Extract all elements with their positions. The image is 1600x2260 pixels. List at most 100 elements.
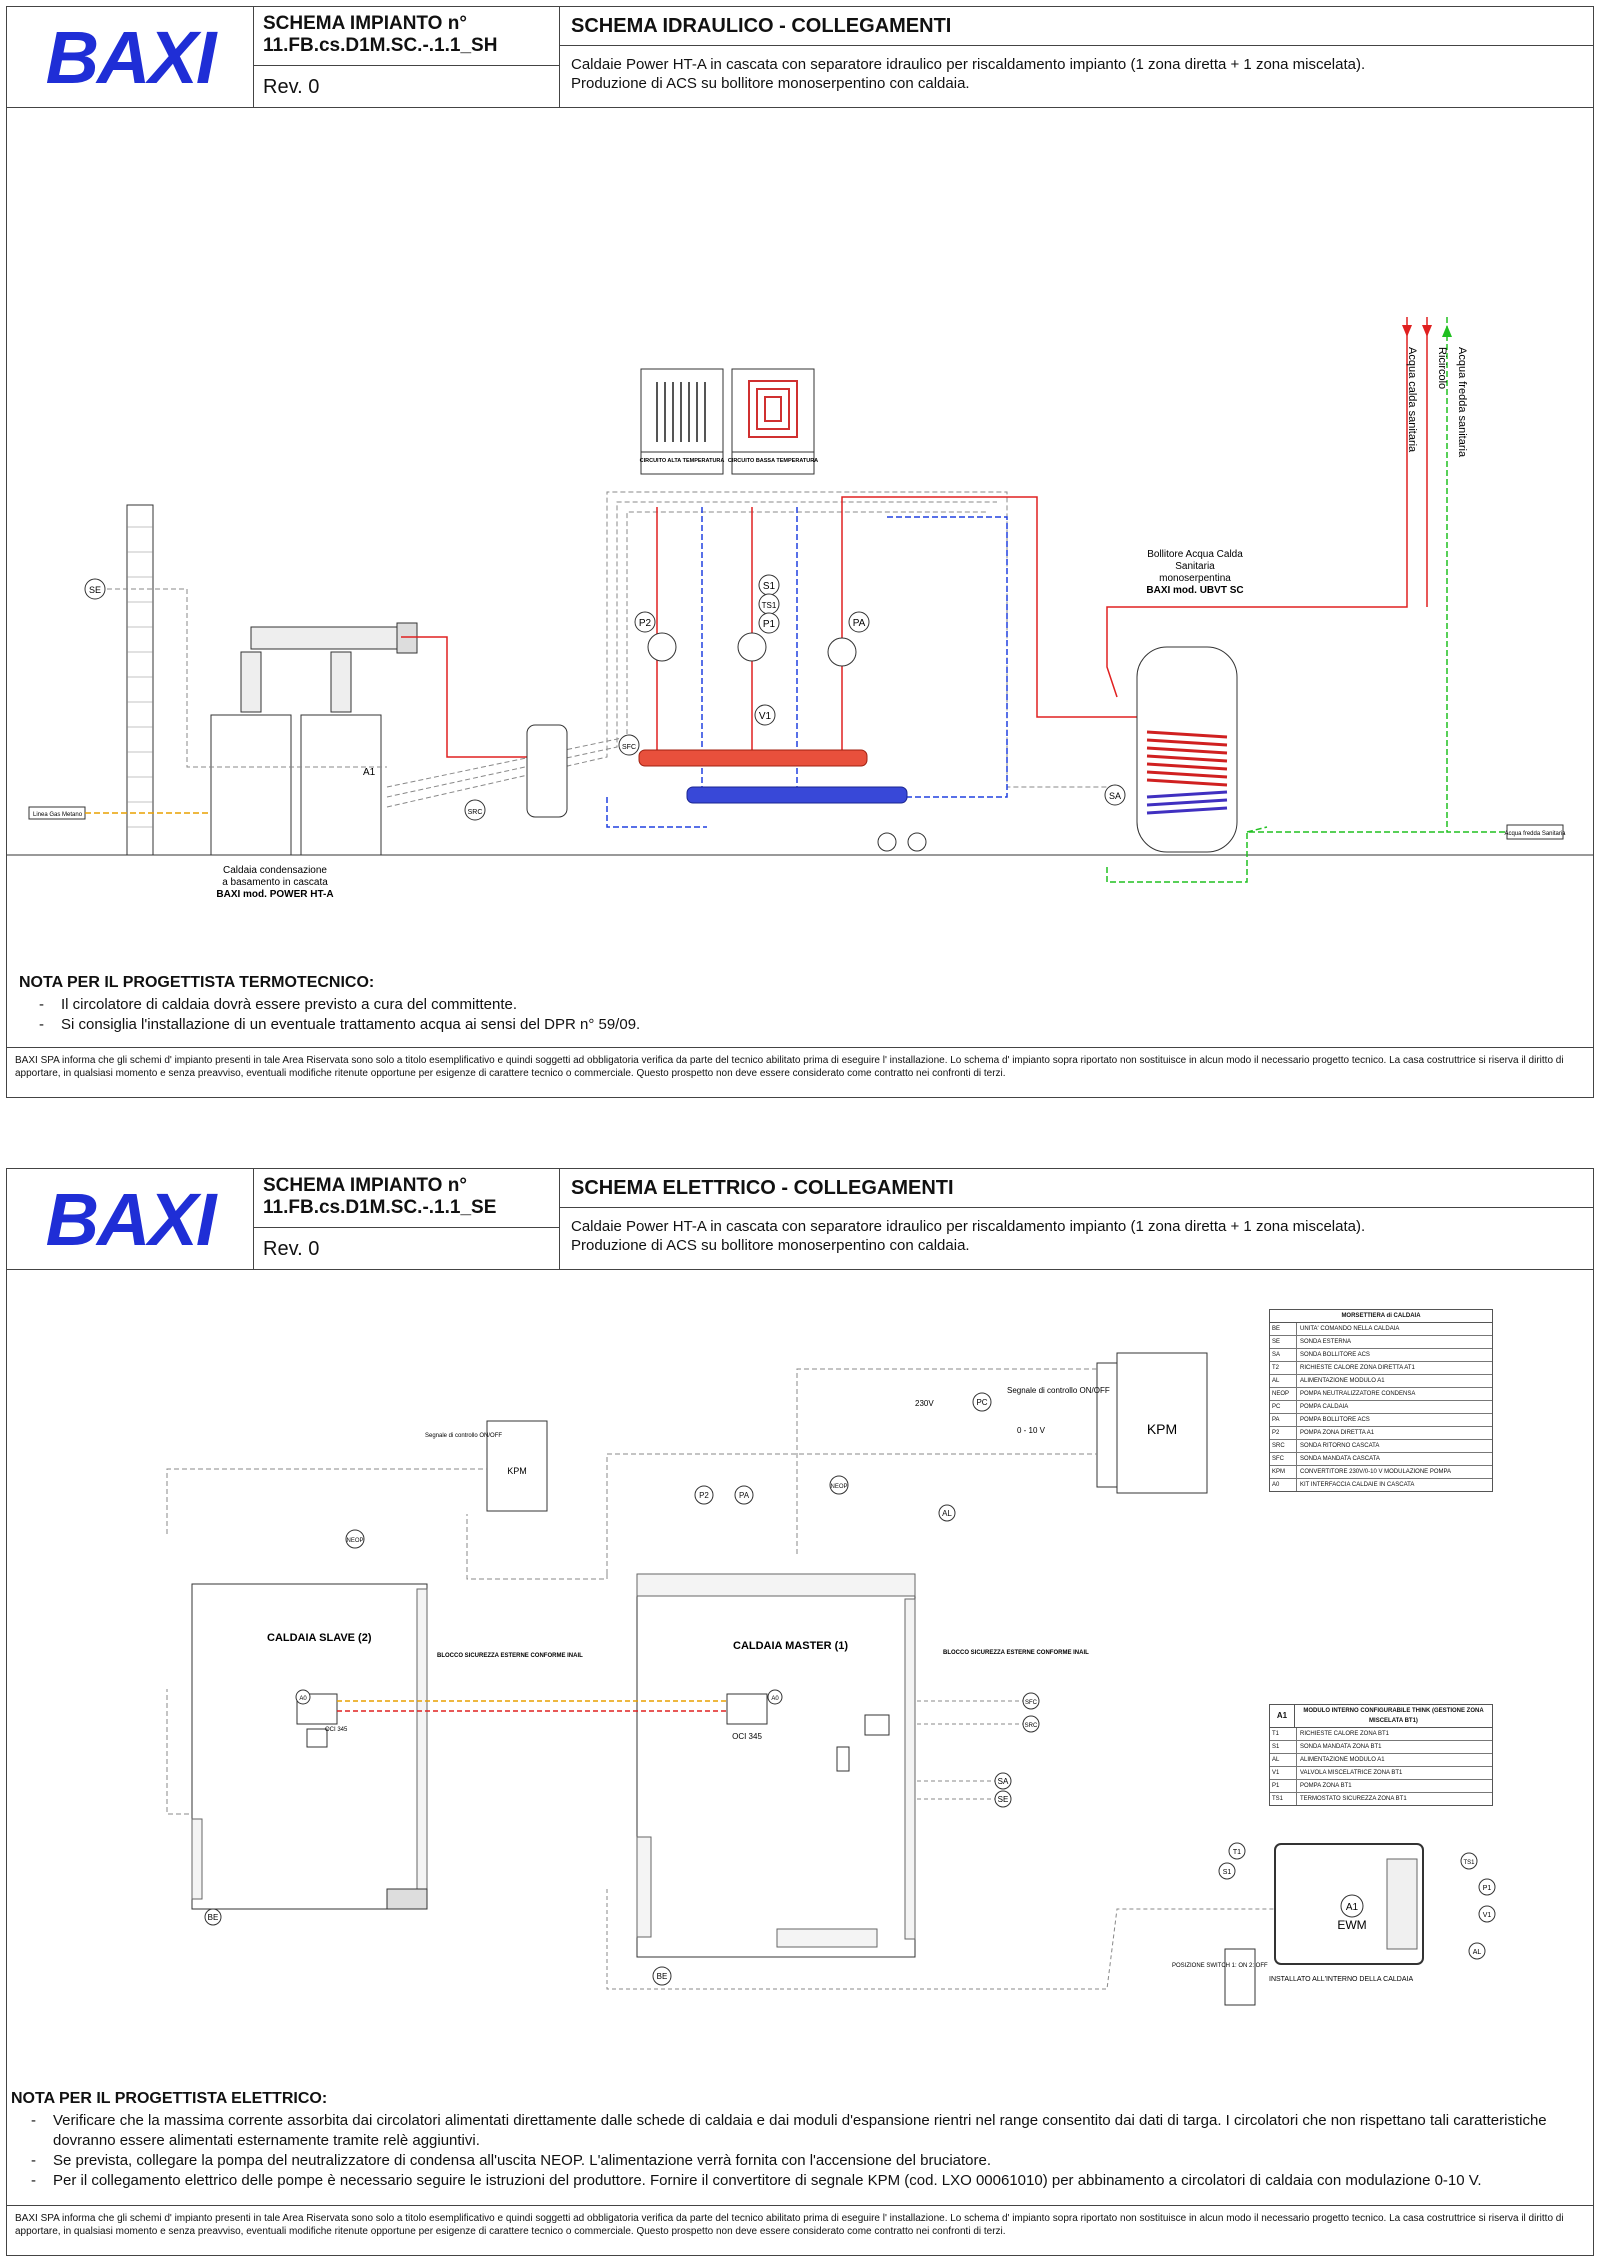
svg-text:TS1: TS1 (1463, 1860, 1475, 1866)
legend-code: TS1 (1270, 1793, 1297, 1805)
svg-text:OCI 345: OCI 345 (325, 1727, 348, 1733)
sheet-subtitle: Caldaie Power HT-A in cascata con separa… (571, 56, 1366, 92)
chimney (126, 504, 154, 856)
tag-se (84, 578, 106, 600)
legend-desc: KIT INTERFACCIA CALDAIE IN CASCATA (1300, 1482, 1415, 1488)
baxi-logo: BAXI (7, 7, 254, 107)
legend-code: T2 (1270, 1362, 1297, 1374)
revision: Rev. 0 (253, 65, 559, 99)
svg-text:SE: SE (998, 1795, 1009, 1804)
svg-text:SE: SE (89, 585, 101, 595)
legend-desc: VALVOLA MISCELATRICE ZONA BT1 (1300, 1770, 1403, 1776)
hot-collector (638, 749, 868, 767)
sheet-title: SCHEMA ELETTRICO - COLLEGAMENTI (571, 1177, 954, 1199)
scheme-code-box: SCHEMA IMPIANTO n°11.FB.cs.D1M.SC.-.1.1_… (253, 1169, 560, 1269)
svg-text:Linea Gas Metano: Linea Gas Metano (33, 812, 83, 818)
hydraulic-sheet: BAXI SCHEMA IMPIANTO n°11.FB.cs.D1M.SC.-… (6, 6, 1594, 1098)
dhw-tank (1136, 646, 1238, 853)
svg-text:Acqua fredda sanitaria: Acqua fredda sanitaria (1456, 347, 1468, 458)
a1-legend: A1 MODULO INTERNO CONFIGURABILE THINK (G… (1269, 1704, 1493, 1806)
svg-text:CIRCUITO ALTA TEMPERATURA: CIRCUITO ALTA TEMPERATURA (640, 458, 725, 464)
legend-code: KPM (1270, 1466, 1297, 1478)
legend-desc: POMPA CALDAIA (1300, 1404, 1349, 1410)
svg-text:CIRCUITO BASSA TEMPERATURA: CIRCUITO BASSA TEMPERATURA (728, 458, 818, 464)
svg-text:CALDAIA MASTER (1): CALDAIA MASTER (1) (733, 1640, 848, 1652)
legend-id: A1 (1270, 1705, 1295, 1727)
legend-desc: UNITA' COMANDO NELLA CALDAIA (1300, 1326, 1400, 1332)
legend-code: BE (1270, 1323, 1297, 1335)
legend-code: V1 (1270, 1767, 1297, 1779)
note-item: Si consiglia l'installazione di un event… (39, 1015, 640, 1035)
legend-desc: POMPA BOLLITORE ACS (1300, 1417, 1370, 1423)
svg-text:NEOP: NEOP (830, 1484, 847, 1490)
svg-text:Ricircolo: Ricircolo (1436, 347, 1448, 389)
low-temp-circuit (731, 368, 815, 475)
svg-text:INSTALLATO ALL'INTERNO DELLA C: INSTALLATO ALL'INTERNO DELLA CALDAIA (1269, 1976, 1413, 1983)
legend-code: S1 (1270, 1741, 1297, 1753)
legend-code: SFC (1270, 1453, 1297, 1465)
legend-code: SA (1270, 1349, 1297, 1361)
svg-text:KPM: KPM (1147, 1421, 1177, 1437)
svg-text:P2: P2 (639, 618, 652, 629)
svg-text:P1: P1 (763, 619, 776, 630)
legend-desc: SONDA MANDATA CASCATA (1300, 1456, 1380, 1462)
svg-text:Sanitaria: Sanitaria (1175, 561, 1215, 572)
legend-desc: ALIMENTAZIONE MODULO A1 (1300, 1757, 1385, 1763)
svg-text:monoserpentina: monoserpentina (1159, 573, 1231, 584)
slave-board: CALDAIA SLAVE (2) (191, 1583, 428, 1910)
hydraulic-diagram: SE A1 Linea Gas Metano Caldaia condensaz… (7, 317, 1593, 900)
svg-text:P2: P2 (699, 1491, 709, 1500)
sheet-subtitle: Caldaie Power HT-A in cascata con separa… (571, 1218, 1366, 1254)
sheet-title: SCHEMA IDRAULICO - COLLEGAMENTI (571, 15, 952, 37)
svg-text:BE: BE (657, 1972, 668, 1981)
legend-desc: SONDA ESTERNA (1300, 1339, 1352, 1345)
svg-text:AL: AL (1473, 1949, 1482, 1956)
legend-title: MODULO INTERNO CONFIGURABILE THINK (GEST… (1303, 1708, 1484, 1724)
hydraulic-separator (526, 724, 568, 818)
svg-text:Segnale di controllo ON/OFF: Segnale di controllo ON/OFF (1007, 1386, 1110, 1395)
scheme-code: SCHEMA IMPIANTO n°11.FB.cs.D1M.SC.-.1.1_… (263, 1175, 497, 1218)
svg-text:PC: PC (976, 1398, 987, 1407)
legend-desc: POMPA ZONA BT1 (1300, 1783, 1352, 1789)
svg-text:230V: 230V (915, 1399, 934, 1408)
svg-text:SA: SA (998, 1777, 1009, 1786)
svg-text:Segnale di controllo ON/OFF: Segnale di controllo ON/OFF (425, 1433, 502, 1439)
svg-text:TS1: TS1 (762, 601, 777, 610)
svg-text:PA: PA (739, 1491, 750, 1500)
baxi-logo: BAXI (7, 1169, 254, 1269)
svg-text:Acqua fredda Sanitaria: Acqua fredda Sanitaria (1504, 831, 1566, 837)
svg-text:Caldaia condensazione: Caldaia condensazione (223, 865, 327, 876)
note-item: Per il collegamento elettrico delle pomp… (31, 2171, 1571, 2191)
legend-title: MORSETTIERA di CALDAIA (1270, 1310, 1492, 1323)
svg-text:Bollitore Acqua Calda: Bollitore Acqua Calda (1147, 549, 1243, 560)
legend-code: AL (1270, 1754, 1297, 1766)
svg-text:A1: A1 (1346, 1902, 1359, 1913)
svg-text:OCI 345: OCI 345 (732, 1732, 762, 1741)
svg-text:T1: T1 (1233, 1849, 1241, 1856)
svg-text:BAXI mod. POWER HT-A: BAXI mod. POWER HT-A (216, 889, 333, 900)
legend-code: T1 (1270, 1728, 1297, 1740)
svg-text:0 - 10 V: 0 - 10 V (1017, 1426, 1046, 1435)
note-item: Verificare che la massima corrente assor… (31, 2111, 1571, 2151)
svg-text:S1: S1 (763, 581, 776, 592)
kpm-module: KPM (1096, 1352, 1208, 1494)
high-temp-circuit (640, 368, 724, 475)
title-box: SCHEMA IDRAULICO - COLLEGAMENTI Caldaie … (559, 7, 1593, 107)
svg-text:V1: V1 (759, 711, 772, 722)
legend-code: PA (1270, 1414, 1297, 1426)
svg-text:NEOP: NEOP (346, 1538, 363, 1544)
